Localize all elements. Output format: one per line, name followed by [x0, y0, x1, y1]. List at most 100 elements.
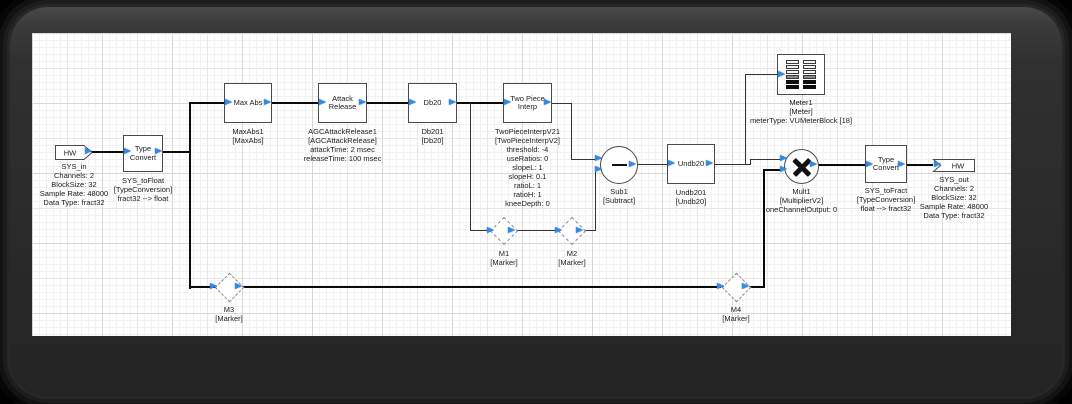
marker-m2[interactable]: M2 [Marker] — [557, 216, 587, 267]
output-port-icon-m4[interactable] — [742, 283, 749, 289]
marker-m1[interactable]: M1 [Marker] — [489, 216, 519, 267]
vu-meter-icon — [786, 60, 816, 89]
wire-corner-up-mult[interactable] — [763, 169, 765, 288]
input-port-icon-sysout[interactable] — [934, 161, 941, 167]
output-port-icon-m1[interactable] — [508, 227, 515, 233]
window-frame: HW SYS_in Channels: 2 BlockSize: 32 Samp… — [10, 7, 1062, 396]
wire-sysin-typeconvert[interactable] — [91, 151, 124, 153]
wire-db20-twopiece[interactable] — [457, 102, 503, 104]
marker-m4[interactable]: M4 [Marker] — [721, 272, 751, 323]
wire-jog-mult-in1[interactable] — [750, 159, 783, 160]
input-port-icon-m1[interactable] — [487, 227, 494, 233]
block-label: TwoPieceInterpV21 [TwoPieceInterpV2] thr… — [494, 127, 561, 208]
input-port-icon-attackrelease[interactable] — [319, 99, 326, 105]
input-port-icon-db20[interactable] — [409, 99, 416, 105]
input-port-icon-typeconvert1[interactable] — [124, 148, 131, 154]
hw-output-title: HW — [952, 162, 965, 171]
wire-corner-mult-in2[interactable] — [765, 169, 782, 171]
typeconversion-block-sys-tofloat[interactable]: Type Convert SYS_toFloat [TypeConversion… — [114, 135, 172, 203]
wire-db20-branch-vertical[interactable] — [470, 103, 471, 231]
input-port-icon-meter[interactable] — [778, 71, 785, 77]
wire-m1-m2[interactable] — [515, 230, 556, 231]
meter-block[interactable]: Meter1 [Meter] meterType: VUMeterBlock [… — [750, 54, 852, 125]
attackrelease-block[interactable]: Attack Release AGCAttackRelease1 [AGCAtt… — [304, 83, 381, 163]
wire-undb20-branch[interactable] — [713, 164, 751, 165]
wire-junction-vertical[interactable] — [189, 102, 191, 289]
wire-mult-typeconvert2[interactable] — [817, 164, 865, 166]
minus-icon — [611, 164, 627, 166]
block-label: Meter1 [Meter] meterType: VUMeterBlock [… — [749, 98, 853, 125]
block-title: Max Abs — [233, 97, 263, 107]
block-label: Sub1 [Subtract] — [602, 187, 636, 205]
input-port-icon-maxabs[interactable] — [225, 99, 232, 105]
marker-label: M1 [Marker] — [490, 249, 518, 267]
block-title: Two Piece Interp — [510, 93, 545, 111]
output-port-icon-typeconvert1[interactable] — [155, 148, 162, 154]
input-port-icon-mult-2[interactable] — [780, 166, 787, 172]
wire-meter-horizontal[interactable] — [745, 74, 779, 75]
wire-junction-m3[interactable] — [189, 286, 217, 288]
block-label: MaxAbs1 [MaxAbs] — [232, 127, 264, 145]
output-port-icon-undb20[interactable] — [706, 160, 713, 166]
marker-label: M3 [Marker] — [215, 305, 243, 323]
block-label: SYS_toFract [TypeConversion] float --> f… — [856, 186, 916, 213]
output-port-icon-maxabs[interactable] — [264, 99, 271, 105]
wire-jog-vertical[interactable] — [750, 159, 751, 165]
wire-attackrelease-db20[interactable] — [367, 102, 408, 104]
twopieceinterp-block[interactable]: Two Piece Interp TwoPieceInterpV21 [TwoP… — [495, 83, 560, 208]
wire-typeconvert-junction[interactable] — [161, 151, 191, 153]
output-port-icon-mult[interactable] — [810, 161, 817, 167]
wire-sub-undb20[interactable] — [636, 164, 668, 165]
maxabs-block[interactable]: Max Abs MaxAbs1 [MaxAbs] — [224, 83, 272, 145]
multiplier-block[interactable]: Mult1 [MultiplierV2] oneChannelOutput: 0 — [766, 149, 837, 214]
block-title: Undb20 — [677, 158, 705, 168]
wire-typeconvert2-sysout[interactable] — [907, 164, 933, 166]
input-port-icon-m4[interactable] — [717, 283, 724, 289]
block-label: SYS_toFloat [TypeConversion] fract32 -->… — [113, 176, 173, 203]
db20-block[interactable]: Db20 Db201 [Db20] — [408, 83, 457, 145]
hw-input-block[interactable]: HW — [55, 145, 93, 160]
marker-label: M2 [Marker] — [558, 249, 586, 267]
output-port-icon-m2[interactable] — [576, 227, 583, 233]
block-title: Attack Release — [328, 93, 357, 111]
input-port-icon-mult-1[interactable] — [780, 155, 787, 161]
input-port-icon-twopiece[interactable] — [504, 99, 511, 105]
output-port-icon-db20[interactable] — [449, 99, 456, 105]
diagram-canvas[interactable]: HW SYS_in Channels: 2 BlockSize: 32 Samp… — [32, 33, 1011, 336]
block-title: Type Convert — [129, 144, 157, 162]
output-port-icon-typeconvert2[interactable] — [898, 161, 905, 167]
wire-junction-maxabs[interactable] — [189, 102, 224, 104]
input-port-icon-undb20[interactable] — [668, 160, 675, 166]
marker-label: M4 [Marker] — [722, 305, 750, 323]
output-port-icon-sub[interactable] — [629, 161, 636, 167]
output-port-icon-sysin[interactable] — [85, 148, 92, 154]
wire-twopiece-corner[interactable] — [552, 103, 572, 104]
block-title: Db20 — [423, 97, 442, 107]
block-label: Mult1 [MultiplierV2] oneChannelOutput: 0 — [765, 187, 838, 214]
output-port-icon-twopiece[interactable] — [544, 99, 551, 105]
block-label: Db201 [Db20] — [421, 127, 444, 145]
input-port-icon-typeconvert2[interactable] — [866, 161, 873, 167]
input-port-icon-sub-1[interactable] — [595, 155, 602, 161]
marker-m3[interactable]: M3 [Marker] — [214, 272, 244, 323]
output-port-icon-attackrelease[interactable] — [359, 99, 366, 105]
hw-input-label: SYS_in Channels: 2 BlockSize: 32 Sample … — [39, 162, 109, 207]
output-port-icon-m3[interactable] — [235, 283, 242, 289]
wire-m2-corner[interactable] — [582, 230, 596, 231]
hw-input-title: HW — [64, 149, 77, 158]
input-port-icon-sub-2[interactable] — [595, 166, 602, 172]
wire-meter-vertical[interactable] — [745, 75, 746, 165]
wire-corner-down-sub[interactable] — [571, 103, 572, 160]
wire-corner-up-sub-in2[interactable] — [595, 170, 596, 231]
wire-m3-m4[interactable] — [241, 286, 721, 288]
input-port-icon-m3[interactable] — [210, 283, 217, 289]
hw-output-label: SYS_out Channels: 2 BlockSize: 32 Sample… — [919, 175, 989, 220]
block-label: Undb201 [Undb20] — [675, 188, 707, 206]
input-port-icon-m2[interactable] — [555, 227, 562, 233]
wire-corner-sub-in1[interactable] — [571, 159, 597, 160]
wire-maxabs-attackrelease[interactable] — [272, 102, 318, 104]
block-label: AGCAttackRelease1 [AGCAttackRelease] att… — [303, 127, 382, 163]
wire-branch-m1[interactable] — [470, 230, 490, 231]
wire-m4-corner[interactable] — [746, 286, 765, 288]
